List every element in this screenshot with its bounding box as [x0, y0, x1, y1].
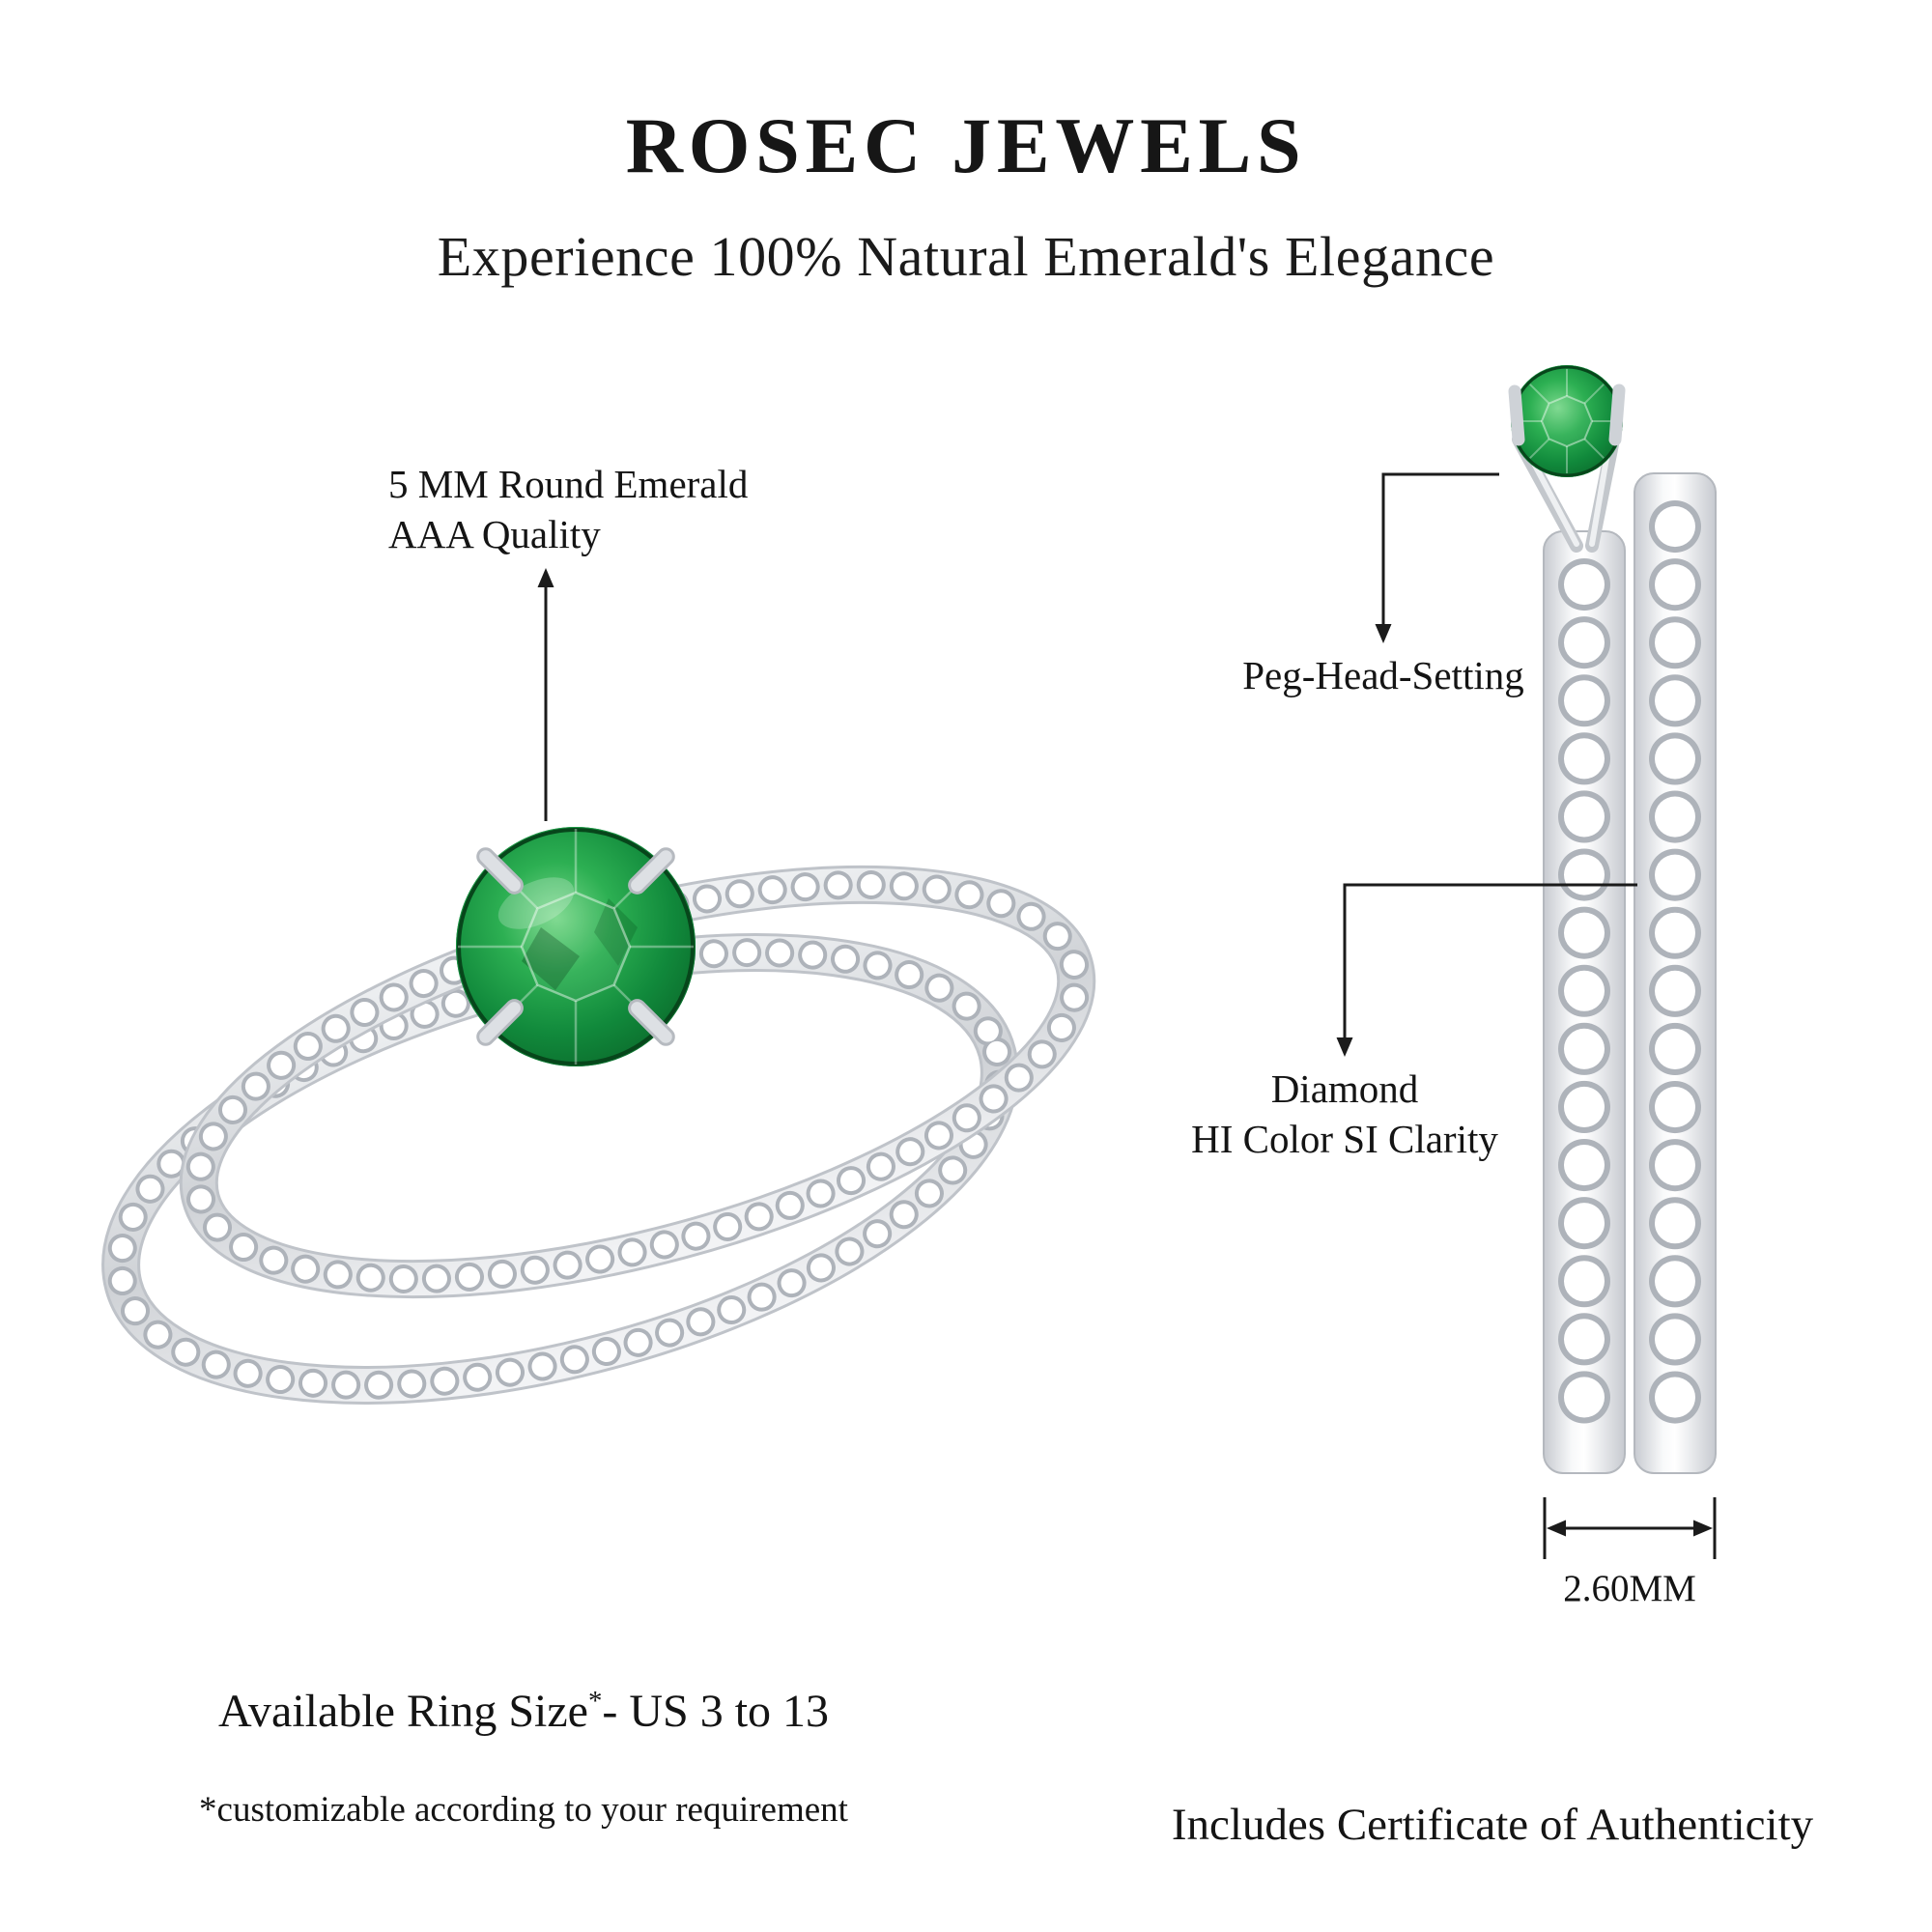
wedding-band-profile — [1634, 472, 1717, 1474]
diamond-callout: Diamond HI Color SI Clarity — [1151, 1065, 1538, 1164]
peg-callout-connector — [1375, 472, 1499, 643]
peg-callout-label: Peg-Head-Setting — [1242, 653, 1524, 697]
emerald-gem — [456, 827, 696, 1066]
gem-callout: 5 MM Round Emerald AAA Quality — [388, 460, 748, 559]
certificate-note: Includes Certificate of Authenticity — [1171, 1800, 1814, 1850]
gem-callout-line1: 5 MM Round Emerald — [388, 462, 749, 506]
diamond-callout-line2: HI Color SI Clarity — [1191, 1116, 1498, 1161]
ring-size-star: * — [587, 1686, 603, 1717]
gem-callout-line2: AAA Quality — [388, 511, 601, 556]
prong-tips — [1508, 384, 1626, 446]
ring-size-suffix: - US 3 to 13 — [602, 1686, 830, 1737]
ring-size-note: Available Ring Size*- US 3 to 13 — [89, 1685, 958, 1738]
diamond-callout-line1: Diamond — [1270, 1066, 1419, 1111]
ring-set-top-view — [101, 827, 1096, 1405]
ring-set-side-view — [1508, 365, 1717, 1474]
peg-callout: Peg-Head-Setting — [1190, 651, 1577, 701]
emerald-gem-side — [1508, 365, 1626, 477]
band-width-label: 2.60MM — [1563, 1568, 1696, 1609]
brand-title: ROSEC JEWELS — [625, 101, 1307, 189]
customizable-note: *customizable according to your requirem… — [199, 1790, 848, 1830]
ring-size-prefix: Available Ring Size — [217, 1686, 588, 1737]
prongs — [476, 847, 675, 1046]
brand-tagline: Experience 100% Natural Emerald's Elegan… — [437, 225, 1495, 288]
